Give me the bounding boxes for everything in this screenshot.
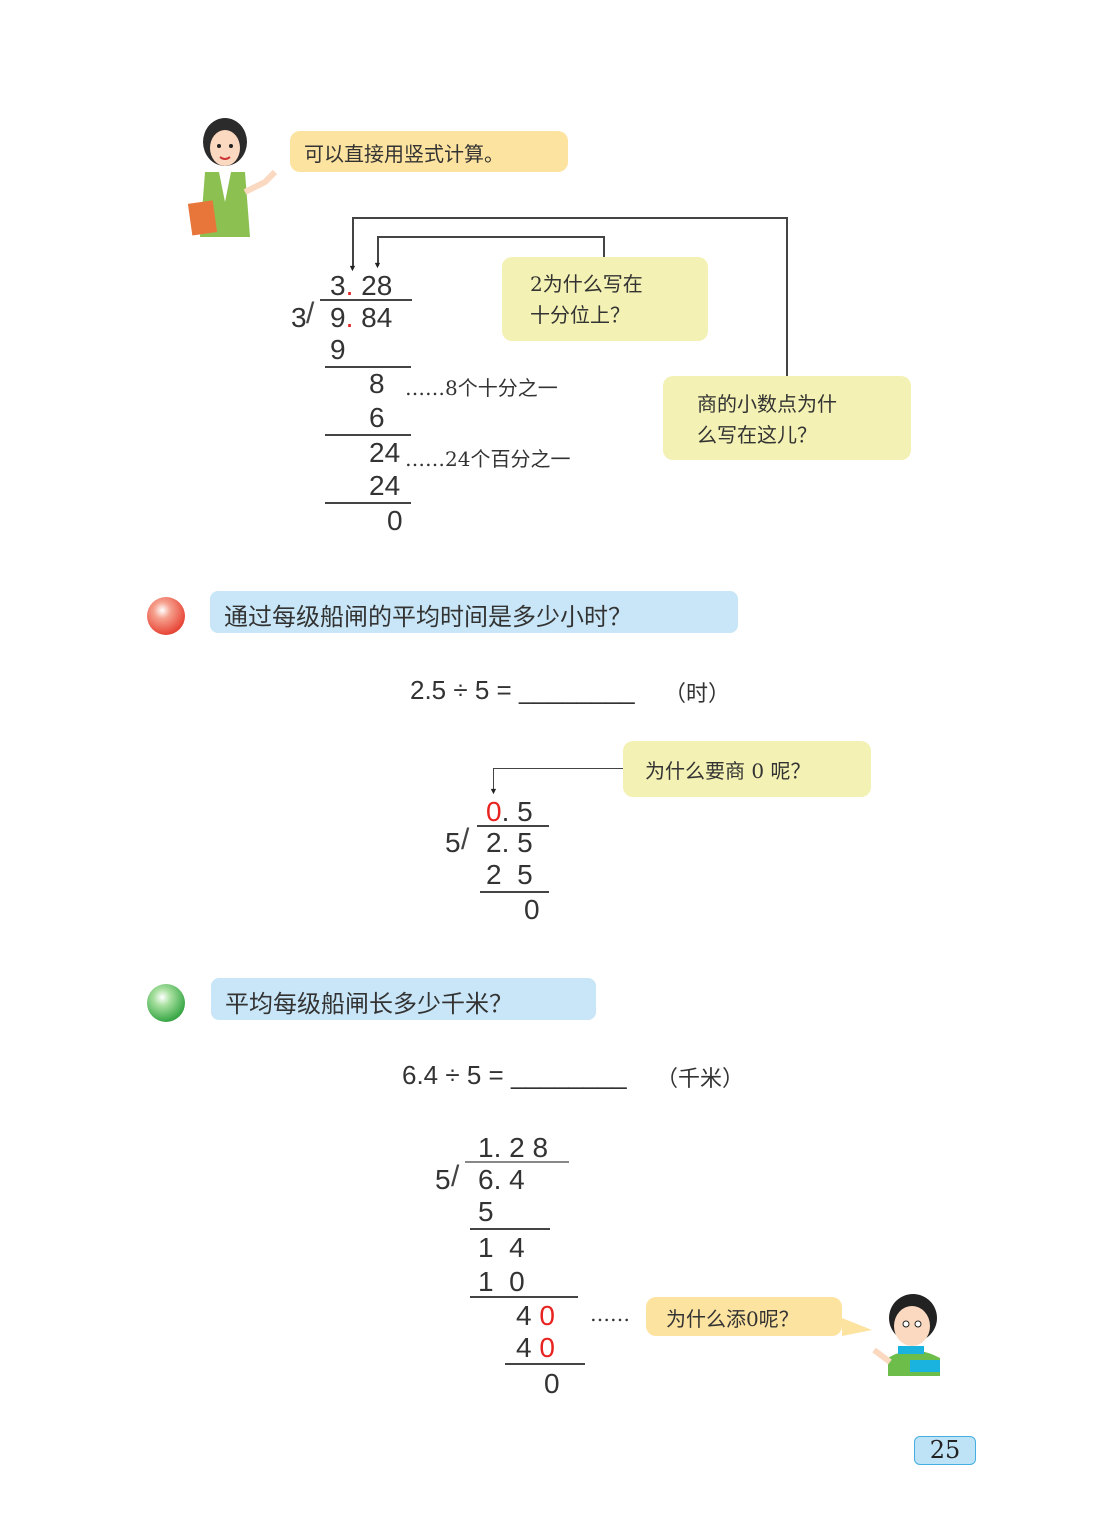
- bubble-line: 2为什么写在: [530, 272, 643, 296]
- step: 0: [524, 894, 540, 925]
- arrow-head-icon: ▼: [348, 263, 357, 273]
- note-hundredths: ……24个百分之一: [405, 447, 571, 471]
- bubble-text: 为什么添0呢？: [666, 1307, 799, 1331]
- green-bullet-icon: [147, 984, 185, 1022]
- decimal-point-question-bubble: 商的小数点为什 么写在这儿？: [663, 376, 911, 460]
- quotient: 3. 28: [330, 270, 393, 301]
- arrow-line: [377, 236, 605, 238]
- bubble-line: 么写在这儿？: [697, 423, 817, 447]
- dividend: 9. 84: [330, 302, 393, 333]
- step: 6: [369, 402, 385, 433]
- step: 24: [369, 437, 401, 468]
- dots: ……: [590, 1302, 630, 1326]
- question1-unit: （时）: [664, 682, 731, 707]
- division-bracket: /: [306, 297, 315, 330]
- subtraction-line: [325, 502, 411, 504]
- subtraction-line: [325, 434, 411, 436]
- teacher-speech-bubble: 可以直接用竖式计算。: [290, 131, 568, 172]
- note-tenths: ……8个十分之一: [405, 376, 558, 400]
- question1-text: 通过每级船闸的平均时间是多少小时？: [224, 603, 632, 631]
- division-bar: [477, 825, 549, 827]
- dividend: 2. 5: [486, 827, 533, 858]
- question2-label: 平均每级船闸长多少千米？: [211, 978, 596, 1020]
- division-bracket: /: [461, 823, 470, 856]
- subtraction-line: [505, 1363, 585, 1365]
- bubble-line: 十分位上？: [530, 303, 630, 327]
- add-zero-bubble: 为什么添0呢？: [646, 1297, 842, 1336]
- step: 1 0: [478, 1266, 525, 1297]
- division-bar: [465, 1161, 569, 1163]
- subtraction-line: [325, 366, 411, 368]
- arrow-line: [352, 217, 354, 267]
- step: 24: [369, 470, 401, 501]
- boy-illustration: [842, 1294, 940, 1376]
- divisor: 5: [435, 1164, 451, 1195]
- arrow-line: [493, 768, 623, 769]
- divisor: 3: [291, 302, 307, 333]
- division-bracket: /: [451, 1160, 460, 1193]
- step: 1 4: [478, 1232, 525, 1263]
- arrow-line: [377, 236, 379, 266]
- arrow-line: [603, 236, 605, 258]
- question1-label: 通过每级船闸的平均时间是多少小时？: [210, 591, 738, 633]
- step: 9: [330, 334, 346, 365]
- red-bullet-icon: [147, 597, 185, 635]
- page-number: 25: [914, 1436, 976, 1465]
- question2-unit: （千米）: [656, 1067, 745, 1092]
- arrow-line: [493, 768, 494, 790]
- subtraction-line: [470, 1228, 550, 1230]
- arrow-line: [352, 217, 788, 219]
- step-40: 4 0: [516, 1332, 555, 1363]
- tenths-question-bubble: 2为什么写在 十分位上？: [502, 257, 708, 341]
- step: 0: [387, 505, 403, 536]
- arrow-line: [786, 217, 788, 377]
- quotient: 0. 5: [486, 796, 533, 827]
- teacher-speech-text: 可以直接用竖式计算。: [304, 142, 504, 166]
- division-bar: [320, 299, 412, 301]
- step: 0: [544, 1368, 560, 1399]
- bubble-line: 商的小数点为什: [697, 392, 837, 416]
- divisor: 5: [445, 827, 461, 858]
- bubble-text: 为什么要商 0 呢？: [645, 759, 811, 783]
- quotient: 1. 2 8: [478, 1132, 549, 1163]
- step: 8: [369, 368, 385, 399]
- question1-equation: 2.5 ÷ 5 = ________: [410, 675, 635, 705]
- arrow-head-icon: ▼: [489, 786, 498, 796]
- step-40: 4 0: [516, 1300, 555, 1331]
- question2-equation: 6.4 ÷ 5 = ________: [402, 1060, 627, 1090]
- arrow-head-icon: ▼: [373, 260, 382, 270]
- dividend: 6. 4: [478, 1164, 525, 1195]
- step: 5: [478, 1196, 494, 1227]
- subtraction-line: [470, 1296, 578, 1298]
- step: 2 5: [486, 859, 533, 890]
- question2-text: 平均每级船闸长多少千米？: [225, 990, 513, 1018]
- subtraction-line: [480, 891, 549, 893]
- teacher-illustration: [187, 118, 278, 237]
- zero-quotient-bubble: 为什么要商 0 呢？: [623, 741, 871, 797]
